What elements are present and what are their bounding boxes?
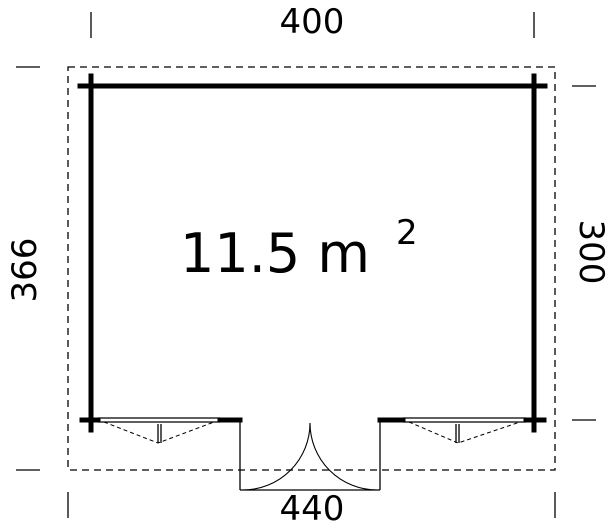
bottom-dimension-label: 440 bbox=[280, 489, 345, 528]
window-right bbox=[403, 417, 526, 444]
right-dimension-label: 300 bbox=[571, 220, 610, 285]
double-door bbox=[239, 420, 381, 491]
area-value: 11.5 m bbox=[180, 222, 370, 285]
left-dimension-label: 366 bbox=[5, 238, 45, 303]
area-unit-superscript: 2 bbox=[396, 213, 418, 253]
window-left bbox=[98, 417, 220, 444]
top-dimension-label: 400 bbox=[280, 2, 345, 42]
area-label: 11.5 m bbox=[180, 222, 370, 285]
roof-outline bbox=[67, 66, 556, 471]
